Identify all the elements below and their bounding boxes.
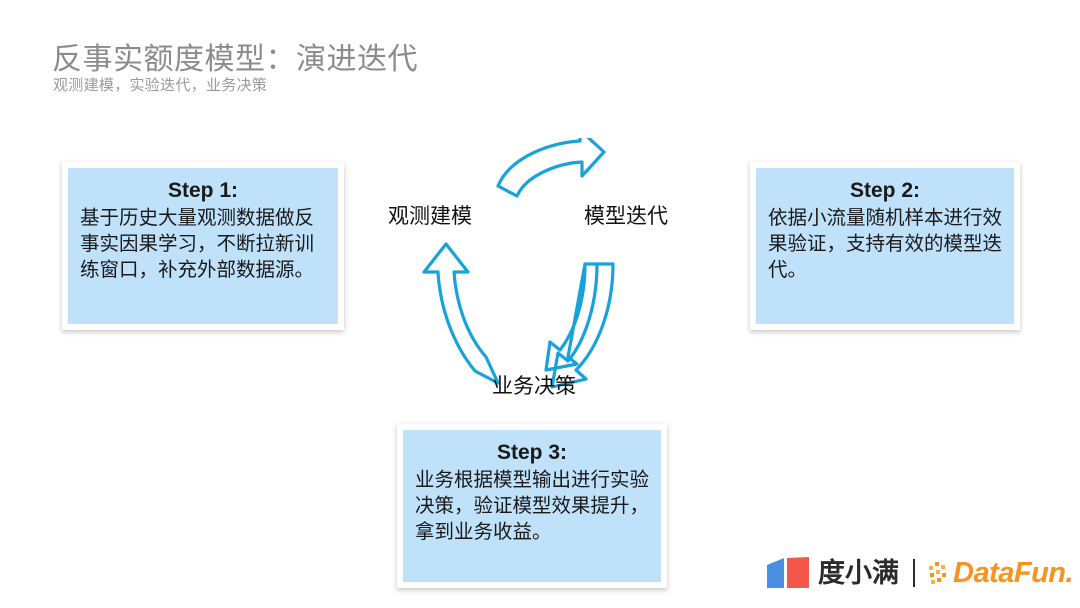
step-2-body: 依据小流量随机样本进行效果验证，支持有效的模型迭代。 <box>768 207 1003 281</box>
step-1-body: 基于历史大量观测数据做反事实因果学习，不断拉新训练窗口，补充外部数据源。 <box>80 207 315 281</box>
cycle-label-iterate: 模型迭代 <box>584 205 668 228</box>
step-2-heading: Step 2: <box>849 179 920 202</box>
cycle-label-decision: 业务决策 <box>492 375 576 398</box>
footer-logo-group: 度小满 DataFun. <box>766 552 1074 594</box>
step-1-card: Step 1: 基于历史大量观测数据做反事实因果学习，不断拉新训练窗口，补充外部… <box>62 162 344 330</box>
cycle-diagram: 观测建模 模型迭代 业务决策 <box>380 138 710 413</box>
duxiaoman-book-icon <box>767 557 809 588</box>
step-3-heading: Step 3: <box>496 441 567 464</box>
step-3-card: Step 3: 业务根据模型输出进行实验决策，验证模型效果提升，拿到业务收益。 <box>397 424 667 588</box>
step-1-heading: Step 1: <box>167 179 238 202</box>
duxiaoman-wordmark: 度小满 <box>818 557 899 588</box>
datafun-logo: DataFun. <box>928 556 1074 589</box>
arrow-left-up-icon <box>422 242 500 385</box>
datafun-wordmark: DataFun. <box>953 556 1074 589</box>
cycle-arrows-graphic <box>422 138 615 389</box>
arrow-right-down-icon <box>544 262 615 389</box>
step-2-card: Step 2: 依据小流量随机样本进行效果验证，支持有效的模型迭代。 <box>750 162 1020 330</box>
page-subtitle: 观测建模，实验迭代，业务决策 <box>53 77 268 94</box>
step-3-body: 业务根据模型输出进行实验决策，验证模型效果提升，拿到业务收益。 <box>415 469 650 543</box>
cycle-label-observe: 观测建模 <box>388 205 472 228</box>
arrow-top-right-icon <box>496 138 606 198</box>
logo-divider <box>913 559 915 587</box>
datafun-dots-icon <box>929 562 946 584</box>
page-title: 反事实额度模型：演进迭代 <box>52 43 418 76</box>
